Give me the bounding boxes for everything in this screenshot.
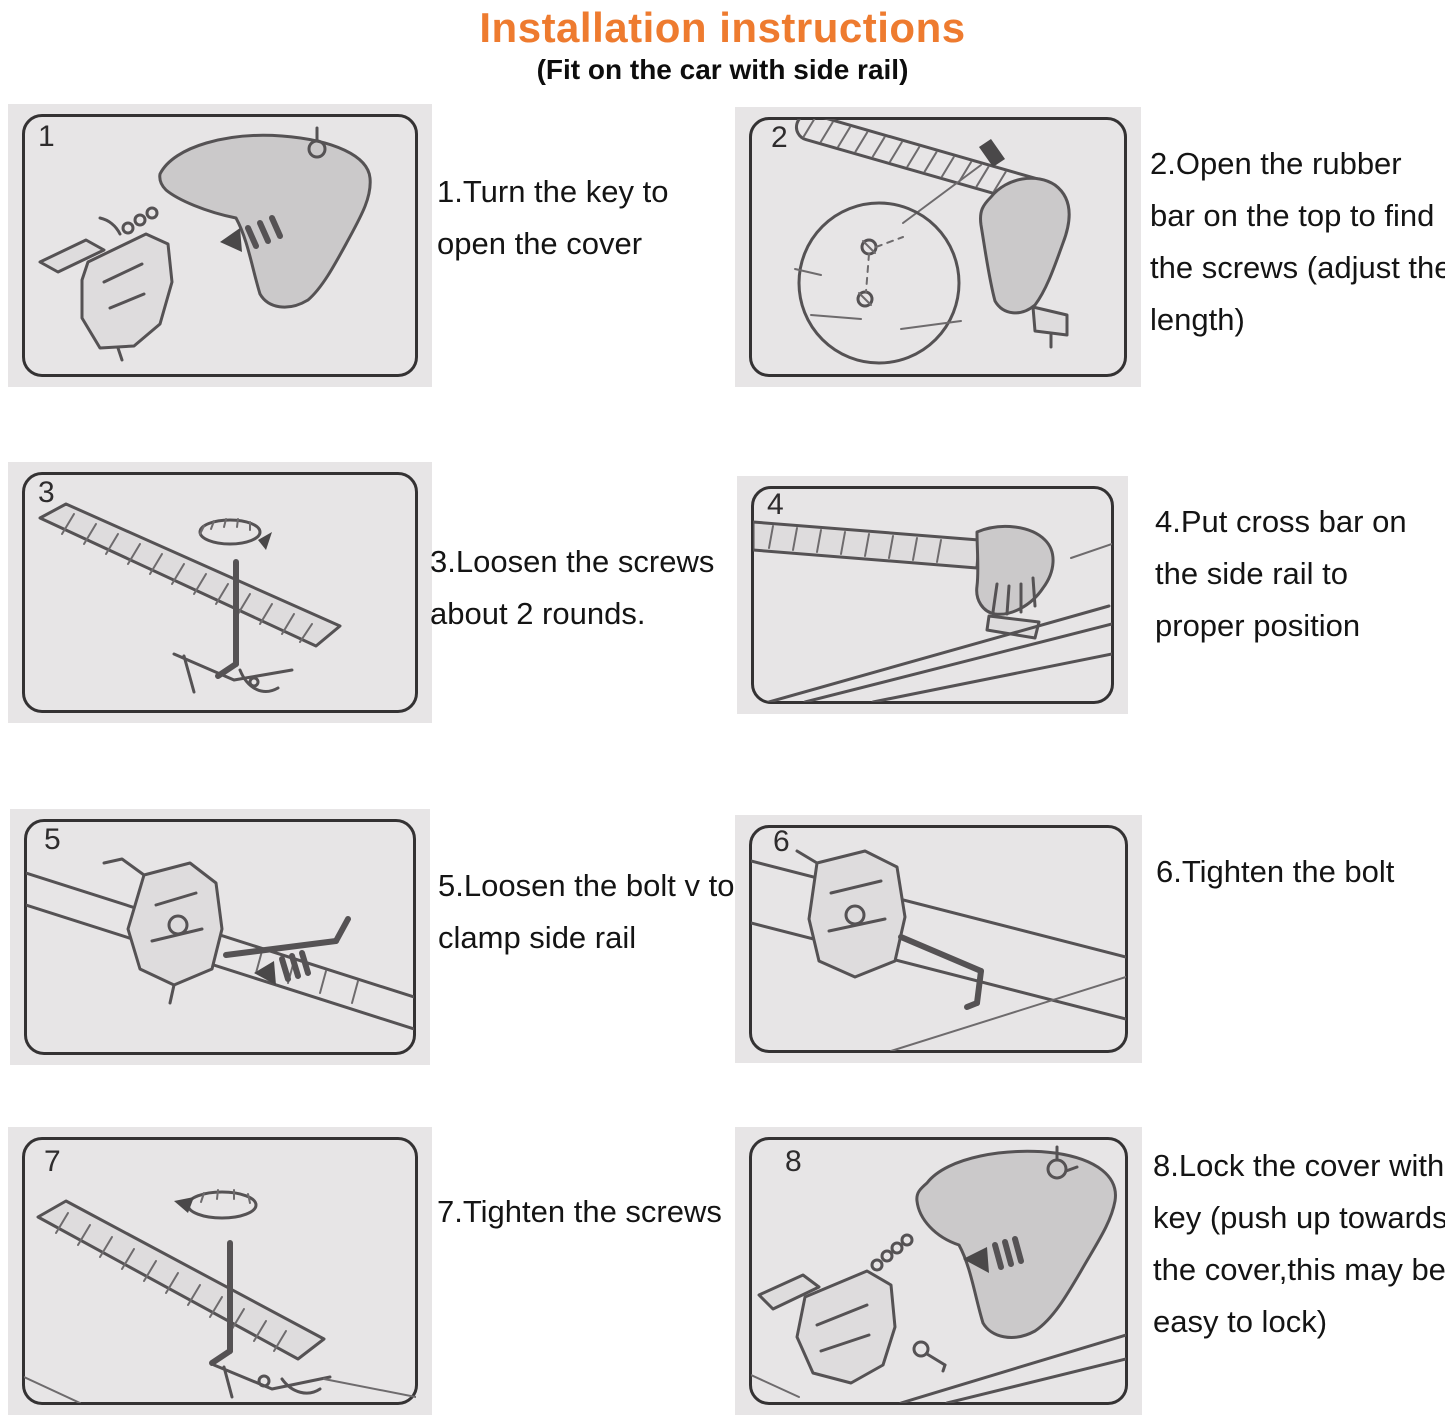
step-6-caption: 6.Tighten the bolt [1156,854,1395,889]
step-number: 5 [44,823,61,856]
step-number: 1 [38,120,55,153]
panel-frame [24,819,416,1055]
step-5-caption: 5.Loosen the bolt v to clamp side rail [438,868,735,956]
step-8-panel: 8 [735,1127,1142,1415]
step-7-caption: 7.Tighten the screws [437,1194,722,1229]
step-6-illustration [751,849,1126,1051]
step-number: 2 [771,121,788,154]
panel-frame [751,486,1114,704]
step-4-illustration [753,520,1112,702]
step-number: 4 [767,488,784,521]
panel-frame [749,1137,1128,1405]
step-1-panel: 1 [8,104,432,387]
step-2-illustration [794,119,1071,365]
panel-frame [22,1137,418,1405]
step-2-caption: 2.Open the rubber bar on the top to find… [1150,146,1445,338]
step-1-caption: 1.Turn the key to open the cover [437,174,669,262]
page-title: Installation instructions [479,4,966,51]
step-number: 8 [785,1145,802,1178]
step-6-panel: 6 [735,815,1142,1063]
step-number: 6 [773,825,790,858]
step-3-illustration [38,502,342,694]
panel-frame [749,117,1127,377]
panel-frame [22,472,418,713]
panel-frame [749,825,1128,1053]
step-8-illustration [751,1145,1126,1403]
step-1-illustration [38,126,372,362]
step-4-caption: 4.Put cross bar on the side rail to prop… [1155,504,1407,644]
step-4-panel: 4 [737,476,1128,714]
step-2-panel: 2 [735,107,1141,387]
page-subtitle: (Fit on the car with side rail) [536,54,909,85]
step-5-panel: 5 [10,809,430,1065]
step-7-illustration [24,1189,416,1403]
step-7-panel: 7 [8,1127,432,1415]
step-3-caption: 3.Loosen the screws about 2 rounds. [430,544,715,632]
step-number: 3 [38,476,55,509]
panel-frame [22,114,418,377]
step-5-illustration [26,857,414,1031]
step-number: 7 [44,1145,61,1178]
step-8-caption: 8.Lock the cover with key (push up towar… [1153,1148,1445,1340]
step-3-panel: 3 [8,462,432,723]
